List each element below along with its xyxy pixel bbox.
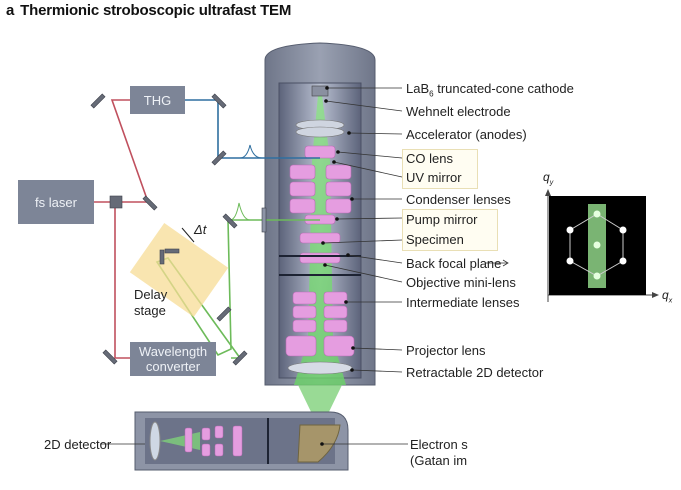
uv-mirror-label: UV mirror: [406, 170, 462, 185]
electron-spectrometer-label-2: (Gatan im: [410, 453, 468, 468]
leader-lines: [322, 87, 509, 373]
title-text: Thermionic stroboscopic ultrafast TEM: [20, 2, 292, 19]
wehnelt-label: Wehnelt electrode: [406, 104, 511, 119]
co-lens-label: CO lens: [406, 151, 453, 166]
delay-symbol: Δt: [194, 222, 207, 237]
specimen-label: Specimen: [406, 232, 464, 247]
pump-highlight-box: [402, 209, 498, 251]
cathode-label: LaB6 truncated-cone cathode: [406, 81, 574, 99]
uv-highlight-box: [402, 149, 478, 189]
condenser-label: Condenser lenses: [406, 192, 511, 207]
back-focal-plane-label: Back focal plane: [406, 256, 502, 271]
fs-laser-box: fs laser: [18, 180, 94, 224]
microscope-column: [264, 42, 376, 418]
accelerator-label: Accelerator (anodes): [406, 127, 527, 142]
qx-label: qx: [662, 288, 673, 305]
pump-mirror-label: Pump mirror: [406, 212, 478, 227]
intermediate-label: Intermediate lenses: [406, 295, 520, 310]
2d-detector-label: 2D detector: [44, 437, 112, 452]
projector-label: Projector lens: [406, 343, 486, 358]
beam-paths: [94, 99, 320, 359]
wavelength-converter-box: Wavelength converter: [130, 342, 216, 376]
delay-stage-label: Delay stage: [134, 287, 168, 318]
electron-spectrometer-label-1: Electron s: [410, 437, 468, 452]
lens-stacks: [285, 85, 355, 375]
thg-label: THG: [143, 92, 172, 108]
wavelength-converter-label: Wavelength converter: [138, 344, 208, 374]
spectrometer: [100, 411, 408, 471]
retractable-detector-label: Retractable 2D detector: [406, 365, 544, 380]
thg-box: THG: [130, 86, 185, 114]
qy-label: qy: [543, 170, 554, 187]
mirrors: [90, 93, 267, 366]
diffraction-inset: [545, 189, 659, 302]
objective-label: Objective mini-lens: [406, 275, 516, 290]
figure-title: a Thermionic stroboscopic ultrafast TEM: [6, 2, 291, 19]
delay-stage: [129, 223, 229, 317]
fs-laser-label: fs laser: [35, 194, 77, 210]
panel-letter: a: [6, 2, 15, 19]
